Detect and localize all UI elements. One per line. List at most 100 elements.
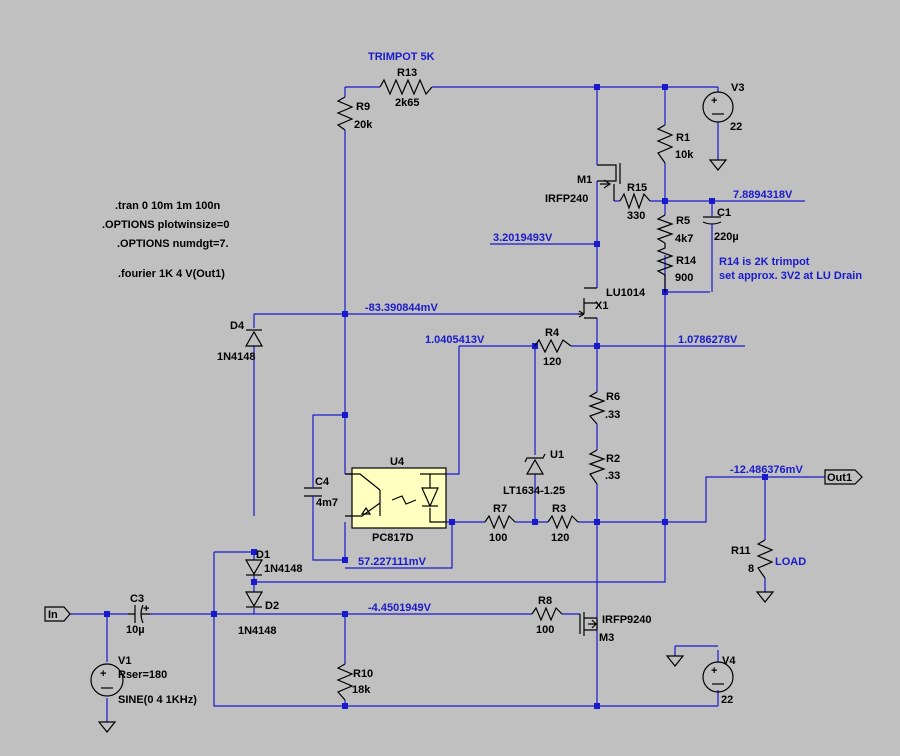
x1-value: LU1014 <box>606 287 646 299</box>
resistor-r14[interactable]: R14 900 <box>656 243 697 292</box>
m1-ref: M1 <box>577 174 592 186</box>
m1-value: IRFP240 <box>545 193 588 205</box>
capacitor-c1[interactable]: C1 220µ <box>702 207 739 243</box>
mosfet-m3[interactable]: IRFP9240 M3 <box>579 612 652 644</box>
r5-value: 4k7 <box>675 233 693 245</box>
output-port[interactable]: Out1 <box>824 469 863 485</box>
comment-line-1: R14 is 2K trimpot <box>719 256 810 268</box>
voltage-m3-gate: -4.4501949V <box>368 602 432 614</box>
light-icon <box>391 495 417 505</box>
u4-value: PC817D <box>372 532 414 544</box>
m3-value: IRFP9240 <box>602 614 652 626</box>
r10-value: 18k <box>352 684 371 696</box>
junctions <box>104 84 768 709</box>
r13-ref: R13 <box>397 67 417 79</box>
voltage-output: -12.486376mV <box>730 464 803 476</box>
resistor-r11[interactable]: R11 8 LOAD <box>731 539 806 579</box>
r1-value: 10k <box>675 149 694 161</box>
ground-icon <box>97 721 117 733</box>
resistor-r3[interactable]: R3 120 <box>547 503 579 544</box>
resistor-r7[interactable]: R7 100 <box>484 503 516 544</box>
r3-value: 120 <box>551 532 569 544</box>
resistor-r8[interactable]: R8 100 <box>531 595 563 636</box>
spice-directives: .tran 0 10m 1m 100n .OPTIONS plotwinsize… <box>102 200 229 280</box>
v4-ref: V4 <box>722 655 736 667</box>
resistor-r4[interactable]: R4 120 <box>534 327 572 368</box>
r8-ref: R8 <box>538 595 552 607</box>
u1-ref: U1 <box>550 449 564 461</box>
r15-ref: R15 <box>627 182 647 194</box>
v4-plus-icon: + <box>711 665 717 677</box>
resistor-r5[interactable]: R5 4k7 <box>656 214 693 245</box>
directive-numdgt: .OPTIONS numdgt=7. <box>117 238 229 250</box>
wires <box>70 86 825 722</box>
v1-ref: V1 <box>118 655 131 667</box>
r3-ref: R3 <box>552 503 566 515</box>
trimpot-comment: R14 is 2K trimpot set approx. 3V2 at LU … <box>719 256 862 282</box>
d4-ref: D4 <box>230 320 245 332</box>
comment-line-2: set approx. 3V2 at LU Drain <box>719 270 862 282</box>
diode-d2[interactable]: D2 1N4148 <box>238 591 279 637</box>
ground-icon <box>665 655 685 667</box>
x1-ref: X1 <box>595 300 608 312</box>
voltage-gate: -83.390844mV <box>365 302 438 314</box>
voltage-source-v3[interactable]: + V3 22 <box>702 82 744 133</box>
r2-value: .33 <box>605 470 620 482</box>
m3-ref: M3 <box>599 632 614 644</box>
d2-ref: D2 <box>265 600 279 612</box>
capacitor-c3[interactable]: + C3 10µ <box>126 593 150 636</box>
v1-value: Rser=180 <box>118 669 167 681</box>
directive-tran: .tran 0 10m 1m 100n <box>115 200 220 212</box>
optocoupler-u4[interactable]: U4 PC817D <box>345 456 447 544</box>
v4-value: 22 <box>721 694 733 706</box>
voltage-c4-node: 57.227111mV <box>358 556 427 568</box>
resistor-r9[interactable]: R9 20k <box>336 96 373 131</box>
resistor-r15[interactable]: R15 330 <box>619 182 651 222</box>
jfet-x1[interactable]: LU1014 X1 <box>578 287 646 319</box>
mosfet-m1[interactable]: M1 IRFP240 <box>545 163 621 205</box>
r11-value: 8 <box>748 563 754 575</box>
resistor-r10[interactable]: R10 18k <box>336 663 373 701</box>
resistor-r6[interactable]: R6 .33 <box>588 391 620 425</box>
r1-ref: R1 <box>676 132 690 144</box>
r10-ref: R10 <box>353 668 373 680</box>
r4-value: 120 <box>543 356 561 368</box>
voltage-opto-node: 1.0405413V <box>425 334 485 346</box>
input-port[interactable]: In <box>44 606 71 622</box>
r15-value: 330 <box>627 210 645 222</box>
d2-value: 1N4148 <box>238 625 277 637</box>
c4-ref: C4 <box>315 476 330 488</box>
directive-fourier: .fourier 1K 4 V(Out1) <box>118 268 225 280</box>
resistor-r13[interactable]: TRIMPOT 5K R13 2k65 <box>368 51 435 109</box>
r14-value: 900 <box>675 272 693 284</box>
r8-value: 100 <box>536 624 554 636</box>
v3-ref: V3 <box>731 82 744 94</box>
v3-value: 22 <box>730 121 742 133</box>
v1-plus-icon: + <box>100 668 106 680</box>
r2-ref: R2 <box>606 453 620 465</box>
voltage-source-v1[interactable]: + V1 Rser=180 SINE(0 4 1KHz) <box>90 655 197 706</box>
c3-ref: C3 <box>130 593 144 605</box>
c3-value: 10µ <box>126 624 145 636</box>
d4-value: 1N4148 <box>217 351 256 363</box>
r7-value: 100 <box>489 532 507 544</box>
resistor-r2[interactable]: R2 .33 <box>588 449 620 485</box>
capacitor-c4[interactable]: C4 4m7 <box>304 476 338 509</box>
voltage-out-node: 7.8894318V <box>733 189 793 201</box>
resistor-r1[interactable]: R1 10k <box>656 124 694 164</box>
directive-plotwinsize: .OPTIONS plotwinsize=0 <box>102 219 229 231</box>
r11-ref: R11 <box>731 545 751 557</box>
r9-ref: R9 <box>356 101 370 113</box>
diode-d1[interactable]: D1 1N4148 <box>244 549 303 576</box>
r11-note: LOAD <box>775 556 806 568</box>
r9-value: 20k <box>354 119 373 131</box>
r4-ref: R4 <box>545 327 560 339</box>
r6-value: .33 <box>605 409 620 421</box>
voltage-source-v4[interactable]: + V4 22 <box>702 655 736 706</box>
c3-plus-icon: + <box>143 603 149 615</box>
reference-u1[interactable]: U1 LT1634-1.25 <box>503 449 565 497</box>
d1-value: 1N4148 <box>264 563 303 575</box>
input-port-label: In <box>48 609 58 621</box>
diode-d4[interactable]: D4 1N4148 <box>217 320 264 363</box>
